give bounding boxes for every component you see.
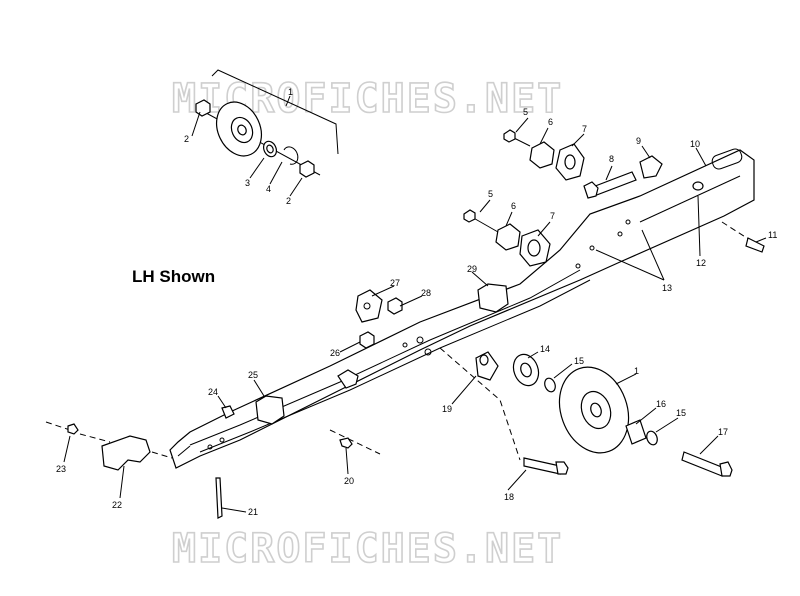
callout-27: 27 [390,278,400,288]
callout-6-lower: 6 [511,201,516,211]
view-label: LH Shown [132,267,215,286]
callout-11: 11 [768,230,777,240]
callout-5-lower: 5 [488,189,493,199]
callout-6-upper: 6 [548,117,553,127]
callout-26: 26 [330,348,340,358]
idler-wheel-assembly-exploded [195,69,339,178]
slide-rail [169,148,755,469]
washer-15b [646,430,658,446]
callout-2-upper-right: 2 [286,196,291,206]
callout-16: 16 [656,399,666,409]
wear-bracket-29 [477,283,509,313]
bolt-18 [523,457,561,475]
callout-10: 10 [690,139,700,149]
nut-upper [299,160,315,178]
callout-18: 18 [504,492,514,502]
nut-26 [359,331,375,349]
callout-24: 24 [208,387,218,397]
nut-28 [387,297,403,315]
callout-7-lower: 7 [550,211,555,221]
spacer-6-upper [529,141,555,169]
callout-29: 29 [467,264,477,274]
bolt-head-upper [195,99,211,117]
leader-lines [63,95,767,513]
rail-slot [711,148,743,170]
callout-12: 12 [696,258,706,268]
fastener-23 [67,423,79,435]
screw-21 [215,477,223,519]
callout-5-upper: 5 [523,107,528,117]
callout-15-upper: 15 [574,356,584,366]
wear-bracket-25 [255,395,285,425]
callout-1-upper: 1 [288,87,293,97]
callout-14: 14 [540,344,550,354]
plate-27 [355,289,383,323]
callout-1-lower: 1 [634,366,639,376]
bolt-5-upper [503,129,516,143]
upper-bumper-stack [503,129,585,181]
callout-19: 19 [442,404,452,414]
callout-22: 22 [112,500,122,510]
callout-3: 3 [245,178,250,188]
rail-block [337,369,359,389]
clip-9 [639,155,663,179]
callout-2-upper-left: 2 [184,134,189,144]
callout-23: 23 [56,464,66,474]
lower-wheel-group [439,347,733,477]
callout-17: 17 [718,427,728,437]
pin-11 [745,237,765,253]
pin-20 [339,437,353,449]
clip-24 [221,405,235,419]
callout-8: 8 [609,154,614,164]
callout-15-lower: 15 [676,408,686,418]
bolt-5-lower [463,209,476,223]
ski-tip-22 [101,435,151,471]
callout-7-upper: 7 [582,124,587,134]
callouts: 1 2 3 4 2 5 6 7 8 9 10 5 6 7 11 12 13 29… [56,87,777,517]
snap-ring [283,146,299,165]
assembly-bracket [211,69,339,155]
watermark-bottom: MICROFICHES.NET [172,526,563,572]
rail-stud [692,181,704,191]
bolt-17 [681,451,725,477]
washer-15a [544,377,556,393]
callout-20: 20 [344,476,354,486]
spacer-6-lower [495,223,521,251]
callout-4: 4 [266,184,271,194]
callout-25: 25 [248,370,258,380]
callout-9: 9 [636,136,641,146]
lower-bumper-stack [463,209,551,267]
callout-28: 28 [421,288,431,298]
callout-13: 13 [662,283,672,293]
spacer-16 [625,419,647,445]
callout-21: 21 [248,507,258,517]
